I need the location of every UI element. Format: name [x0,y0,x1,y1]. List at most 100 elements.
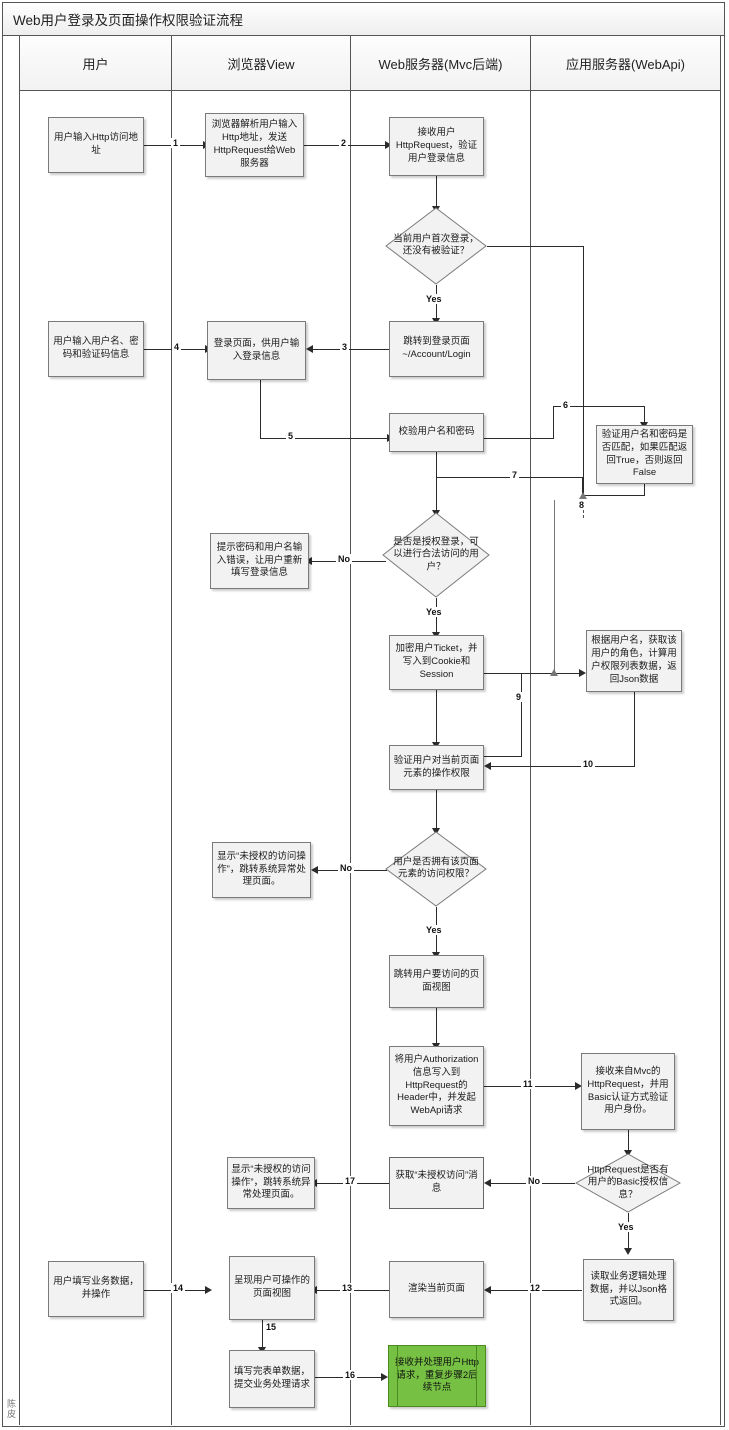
edge-d4-yes-arrow [624,1248,632,1255]
watermark-text: 陈皮 [6,1399,16,1419]
node-submit-form[interactable]: 填写完表单数据，提交业务处理请求 [229,1350,315,1408]
node-write-authorization-header[interactable]: 将用户Authorization信息写入到HttpRequest的Header中… [389,1046,484,1126]
predefined-right-bar [476,1346,477,1406]
edge-10-line-v [634,692,635,766]
node-api-get-role-permissions[interactable]: 根据用户名，获取该用户的角色，计算用户权限列表数据，返回Json数据 [586,630,682,692]
node-text: 用户填写业务数据，并操作 [53,1276,139,1300]
edge-7-line-h0 [582,495,645,496]
node-encrypt-ticket[interactable]: 加密用户Ticket，并写入到Cookie和Session [389,635,484,690]
node-text: 获取“未授权访问”消息 [395,1170,478,1194]
node-reprocess-http-request[interactable]: 接收并处理用户Http请求，重复步骤2后续节点 [388,1345,486,1407]
node-verify-credentials[interactable]: 校验用户名和密码 [389,413,484,452]
node-user-fill-business-data[interactable]: 用户填写业务数据，并操作 [48,1261,144,1317]
node-text: 用户输入Http访问地址 [54,132,138,156]
edge-5-line-h [260,438,389,439]
edge-label-6: 6 [561,400,571,410]
edge-label-d4-yes: Yes [616,1222,636,1232]
node-redirect-login[interactable]: 跳转到登录页面~/Account/Login [389,321,484,377]
node-text: 根据用户名，获取该用户的角色，计算用户权限列表数据，返回Json数据 [591,635,677,685]
edge-d4-yes-line [628,1213,629,1251]
lane-header-browser: 浏览器View [172,36,351,91]
lane-label: Web服务器(Mvc后端) [378,56,503,72]
edge-label-3: 3 [340,342,350,352]
edge-7-line-v1 [582,477,583,496]
edge-d1-no-line-h [487,246,584,247]
node-show-unauthorized-2[interactable]: 显示“未授权的访问操作”，跳转系统异常处理页面。 [227,1157,315,1209]
node-text: HttpRequest是否有用户的Basic授权信息？ [587,1164,669,1201]
node-receive-http-request[interactable]: 接收用户HttpRequest，验证用户登录信息 [389,117,484,176]
edge-label-12: 12 [528,1283,543,1293]
edge-d3-no-arrow [311,866,318,874]
decision-first-login[interactable]: 当前用户首次登录，还没有被验证？ [385,207,487,285]
node-show-unauthorized-1[interactable]: 显示“未授权的访问操作”，跳转系统异常处理页面。 [212,842,311,898]
edge-9-line-h2 [484,673,581,674]
node-api-return-business-data[interactable]: 读取业务逻辑处理数据，并以Json格式返回。 [583,1259,674,1321]
node-browser-parse-url[interactable]: 浏览器解析用户输入Http地址，发送HttpRequest给Web服务器 [205,113,304,177]
edge-15-line [262,1320,263,1350]
diamond-shape [385,831,487,907]
edge-6-line-h1 [484,438,554,439]
node-get-unauthorized-message[interactable]: 获取“未授权访问”消息 [389,1157,484,1209]
node-text: 校验用户名和密码 [398,426,475,438]
diagram-title-bar: Web用户登录及页面操作权限验证流程 [3,3,724,36]
node-text: 接收并处理用户Http请求，重复步骤2后续节点 [395,1356,479,1394]
edge-label-d2-yes: Yes [424,607,444,617]
node-prompt-wrong-credentials[interactable]: 提示密码和用户名输入错误，让用户重新填写登录信息 [210,533,309,589]
node-text: 跳转到登录页面~/Account/Login [402,336,471,360]
node-text: 验证用户对当前页面元素的操作权限 [393,754,480,779]
edge-label-15: 15 [264,1322,279,1332]
edge-5-line-v [260,380,261,438]
node-user-enter-credentials[interactable]: 用户输入用户名、密码和验证码信息 [48,321,144,377]
lane-label: 应用服务器(WebApi) [566,56,685,72]
node-api-match-credentials[interactable]: 验证用户名和密码是否匹配，如果匹配返回True，否则返回False [596,425,693,484]
edge-3-arrow [306,345,313,353]
edge-14-arrow [205,1286,212,1294]
edge-label-1: 1 [171,138,181,148]
edge-label-d1-yes: Yes [424,294,444,304]
edge-label-7: 7 [510,470,520,480]
decision-authorized-login[interactable]: 是否是授权登录，可以进行合法访问的用户？ [382,512,490,598]
node-user-enter-url[interactable]: 用户输入Http访问地址 [48,117,144,173]
node-text: 显示“未授权的访问操作”，跳转系统异常处理页面。 [231,1163,311,1201]
node-text: 当前用户首次登录，还没有被验证？ [393,233,479,257]
diamond-shape [575,1153,681,1213]
edge-8-arrow [579,492,587,499]
node-text: 提示密码和用户名输入错误，让用户重新填写登录信息 [216,541,303,579]
node-text: 填写完表单数据，提交业务处理请求 [233,1366,310,1390]
node-text: 加密用户Ticket，并写入到Cookie和Session [395,643,478,680]
node-text: 用户是否拥有该页面元素的访问权限？ [393,856,479,880]
edge-n14-n15-line [436,1008,437,1046]
edge-n7-d2-line [436,452,437,512]
node-text: 是否是授权登录，可以进行合法访问的用户？ [393,536,479,573]
edge-label-4: 4 [172,342,182,352]
node-login-page-view[interactable]: 登录页面，供用户输入登录信息 [207,321,306,380]
node-text: 浏览器解析用户输入Http地址，发送HttpRequest给Web服务器 [211,119,298,169]
edge-8-continue [554,500,555,674]
watermark-strip: 陈皮 [3,36,20,1425]
edge-2-arrow [385,141,392,149]
edge-6-line-v2 [644,406,645,425]
node-text: 跳转用户要访问的页面视图 [393,968,480,993]
lane-label: 用户 [82,56,109,72]
edge-12-arrow [484,1286,491,1294]
node-render-operable-view[interactable]: 呈现用户可操作的页面视图 [229,1256,315,1320]
node-api-basic-auth[interactable]: 接收来自Mvc的HttpRequest，并用Basic认证方式验证用户身份。 [581,1053,675,1130]
edge-label-13: 13 [340,1283,355,1293]
edge-label-14: 14 [171,1283,186,1293]
node-verify-element-permission[interactable]: 验证用户对当前页面元素的操作权限 [389,745,484,790]
edge-9-arrow [579,669,586,677]
edge-label-9: 9 [514,692,524,702]
node-text: 接收来自Mvc的HttpRequest，并用Basic认证方式验证用户身份。 [587,1065,669,1116]
lane-body-browser [172,91,351,1425]
node-redirect-target-view[interactable]: 跳转用户要访问的页面视图 [389,955,484,1008]
node-render-page[interactable]: 渲染当前页面 [389,1261,484,1318]
edge-9-line-v [521,673,522,756]
edge-11-arrow [575,1082,582,1090]
decision-has-element-permission[interactable]: 用户是否拥有该页面元素的访问权限？ [385,831,487,907]
decision-has-basic-auth[interactable]: HttpRequest是否有用户的Basic授权信息？ [575,1153,681,1213]
node-text: 读取业务逻辑处理数据，并以Json格式返回。 [589,1270,668,1308]
predefined-left-bar [397,1346,398,1406]
node-text: 登录页面，供用户输入登录信息 [213,337,300,362]
edge-label-2: 2 [339,138,349,148]
edge-n16-d4-line [628,1130,629,1154]
